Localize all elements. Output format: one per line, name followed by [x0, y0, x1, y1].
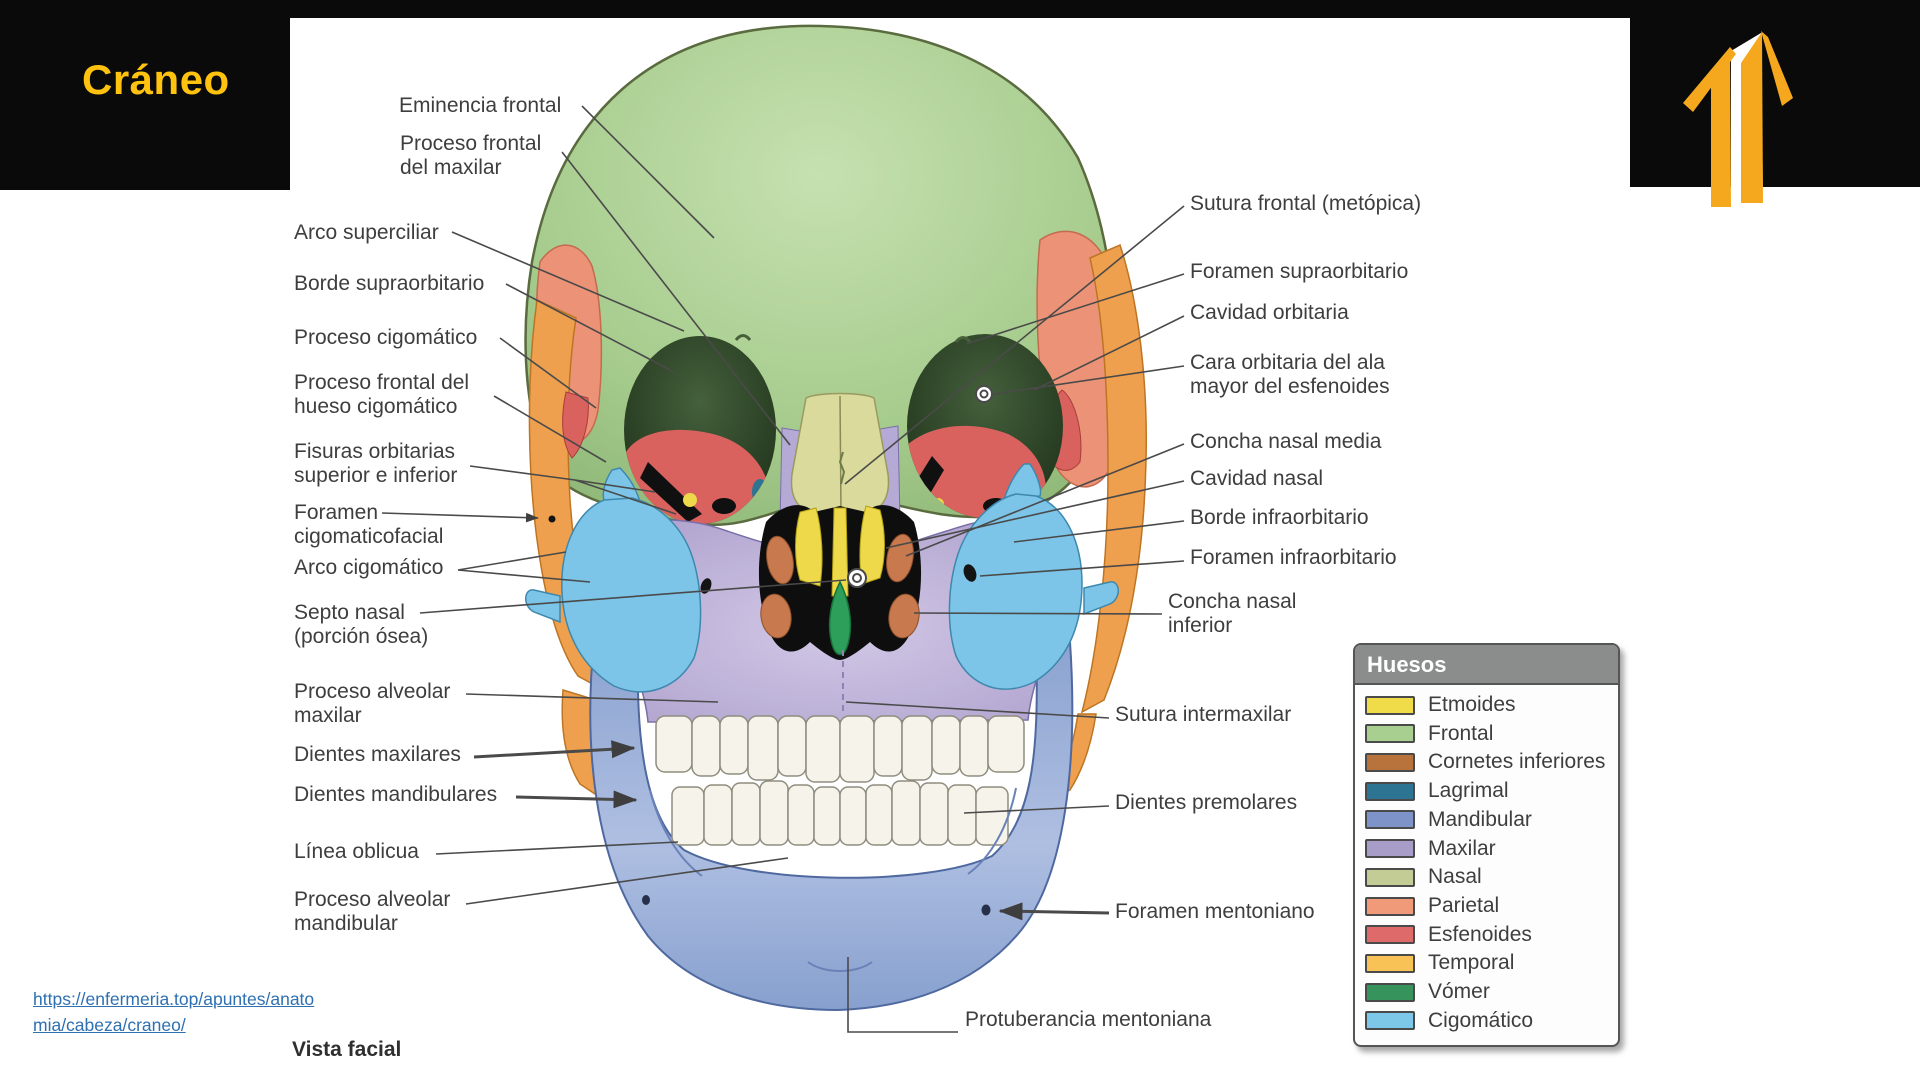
title-black-panel — [0, 0, 290, 190]
legend-item-parietal: Parietal — [1365, 894, 1608, 918]
label-cavidad-nasal: Cavidad nasal — [1190, 467, 1324, 490]
label-fisuras-orbitarias: Fisuras orbitarias superior e inferior — [294, 440, 458, 487]
color-swatch — [1365, 810, 1415, 830]
label-cara-orbitaria-esfenoides: Cara orbitaria del ala mayor del esfenoi… — [1190, 351, 1390, 398]
label-sutura-frontal: Sutura frontal (metópica) — [1190, 192, 1422, 215]
label-foramen-infraorbitario: Foramen infraorbitario — [1190, 546, 1397, 569]
pointer-rings — [847, 385, 993, 588]
legend-item-etmoides: Etmoides — [1365, 693, 1608, 717]
label-proceso-frontal-maxilar: Proceso frontal del maxilar — [400, 132, 542, 179]
legend-item-temporal: Temporal — [1365, 951, 1608, 975]
label-borde-supraorbitario: Borde supraorbitario — [294, 272, 485, 295]
label-protuberancia-mentoniana: Protuberancia mentoniana — [965, 1008, 1212, 1031]
label-concha-nasal-media: Concha nasal media — [1190, 430, 1382, 453]
vomer-bone — [828, 580, 852, 656]
label-dientes-mandibulares: Dientes mandibulares — [294, 783, 498, 806]
color-swatch — [1365, 752, 1415, 772]
label-sutura-intermaxilar: Sutura intermaxilar — [1115, 703, 1292, 726]
metopic-suture-mark — [838, 451, 846, 485]
color-swatch — [1365, 925, 1415, 945]
sphenoid-temple-left — [562, 391, 589, 459]
label-foramen-supraorbitario: Foramen supraorbitario — [1190, 260, 1409, 283]
label-foramen-mentoniano: Foramen mentoniano — [1115, 900, 1315, 923]
legend-item-cigomatico: Cigomático — [1365, 1009, 1608, 1033]
color-swatch — [1365, 896, 1415, 916]
label-proceso-cigomatico: Proceso cigomático — [294, 326, 478, 349]
logo-black-panel — [1630, 0, 1920, 187]
bones-legend: Huesos Etmoides Frontal Cornetes inferio… — [1353, 643, 1620, 1047]
color-swatch — [1365, 867, 1415, 887]
legend-item-esfenoides: Esfenoides — [1365, 923, 1608, 947]
color-swatch — [1365, 781, 1415, 801]
label-proceso-alveolar-mandibular: Proceso alveolar mandibular — [294, 888, 451, 935]
label-arco-cigomatico: Arco cigomático — [294, 556, 444, 579]
color-swatch — [1365, 953, 1415, 973]
legend-item-mandibular: Mandibular — [1365, 808, 1608, 832]
label-dientes-maxilares: Dientes maxilares — [294, 743, 461, 766]
legend-title: Huesos — [1355, 645, 1618, 685]
label-linea-oblicua: Línea oblicua — [294, 840, 419, 863]
label-concha-nasal-inferior: Concha nasal inferior — [1168, 590, 1297, 637]
color-swatch — [1365, 695, 1415, 715]
label-arco-superciliar: Arco superciliar — [294, 221, 439, 244]
label-proceso-alveolar-maxilar: Proceso alveolar maxilar — [294, 680, 451, 727]
lower-teeth — [671, 780, 1009, 846]
legend-item-maxilar: Maxilar — [1365, 837, 1608, 861]
label-eminencia-frontal: Eminencia frontal — [399, 94, 562, 117]
label-proceso-frontal-hueso-cigomatico: Proceso frontal del hueso cigomático — [294, 371, 470, 418]
color-swatch — [1365, 839, 1415, 859]
label-foramen-cigomaticofacial: Foramen cigomaticofacial — [294, 501, 444, 548]
double-up-arrow-logo — [1683, 31, 1793, 207]
figure-caption: Vista facial — [292, 1038, 402, 1061]
mandible-bone — [589, 638, 1074, 1012]
upper-teeth — [655, 715, 1025, 783]
source-url-line1: https://enfermeria.top/apuntes/anato — [33, 989, 315, 1009]
ethmoid-bone — [795, 505, 885, 597]
zygomatic-bone-left — [525, 467, 702, 693]
top-black-strip — [0, 0, 1920, 18]
legend-item-nasal: Nasal — [1365, 865, 1608, 889]
legend-body: Etmoides Frontal Cornetes inferiores Lag… — [1355, 685, 1618, 1041]
leader-lines — [381, 105, 1185, 1033]
legend-item-vomer: Vómer — [1365, 980, 1608, 1004]
color-swatch — [1365, 724, 1415, 744]
label-septo-nasal: Septo nasal (porción ósea) — [294, 601, 429, 648]
label-borde-infraorbitario: Borde infraorbitario — [1190, 506, 1369, 529]
legend-item-lagrimal: Lagrimal — [1365, 779, 1608, 803]
nasal-bones — [790, 392, 890, 517]
label-cavidad-orbitaria: Cavidad orbitaria — [1190, 301, 1349, 324]
source-url-line2: mia/cabeza/craneo/ — [33, 1015, 186, 1035]
legend-item-cornetes-inferiores: Cornetes inferiores — [1365, 750, 1608, 774]
source-url-link[interactable]: https://enfermeria.top/apuntes/anato mia… — [33, 986, 314, 1038]
color-swatch — [1365, 1011, 1415, 1031]
zygomatic-bone-right — [948, 463, 1119, 690]
legend-item-frontal: Frontal — [1365, 722, 1608, 746]
label-dientes-premolares: Dientes premolares — [1115, 791, 1298, 814]
page-title: Cráneo — [82, 56, 230, 103]
color-swatch — [1365, 982, 1415, 1002]
